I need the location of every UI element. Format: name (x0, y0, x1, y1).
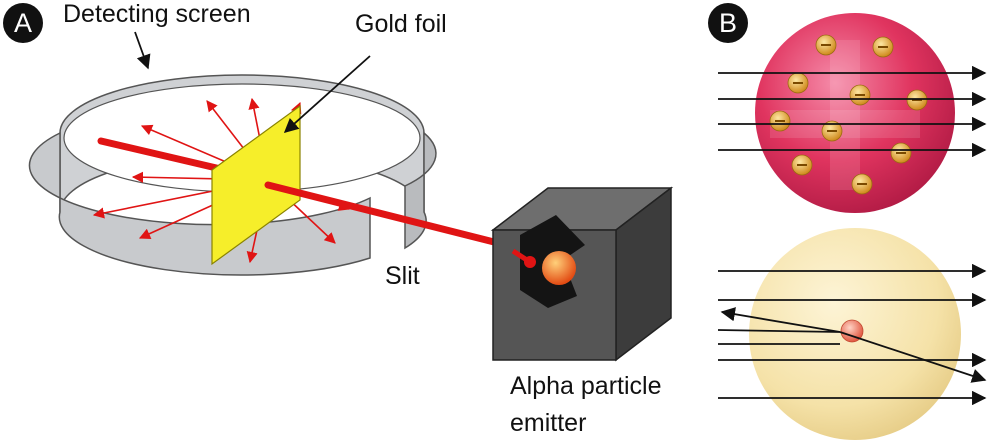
panel-b-badge: B (708, 3, 748, 43)
plum-pudding-paths (718, 65, 987, 158)
label-emitter-line2: emitter (510, 409, 587, 437)
nuclear-atom (749, 228, 961, 440)
label-detecting-screen: Detecting screen (63, 0, 251, 28)
emitter-box (490, 186, 674, 362)
nuclear-atom-paths (717, 263, 987, 406)
detecting-screen (28, 74, 437, 276)
alpha-beam-front (264, 181, 502, 247)
label-emitter-line1: Alpha particle (510, 372, 662, 400)
emitter-source (511, 248, 536, 268)
gold-foil (211, 104, 301, 266)
label-pointers (134, 31, 371, 133)
electron-signs (775, 44, 922, 185)
label-gold-foil: Gold foil (355, 10, 447, 38)
panel-a-badge: A (3, 3, 43, 43)
nucleus (840, 319, 864, 343)
alpha-beam (97, 137, 229, 174)
label-slit: Slit (385, 262, 420, 290)
